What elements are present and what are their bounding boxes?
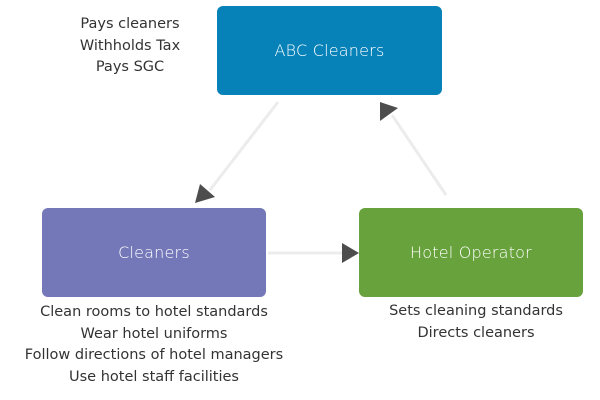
note-line: Pays SGC (95, 59, 165, 75)
arrowhead-to-abc (380, 102, 398, 121)
node-cleaners: Cleaners (42, 208, 266, 297)
note-line: Withholds Tax (79, 37, 181, 54)
edge-abc-to-cleaners (208, 101, 280, 191)
arrowhead-to-hotel (342, 243, 359, 263)
note-line: Sets cleaning standards (389, 303, 563, 319)
node-label: Hotel Operator (410, 243, 532, 262)
note-line: Pays cleaners (80, 16, 180, 32)
note-line: Directs cleaners (417, 324, 535, 341)
node-label: Cleaners (118, 243, 190, 262)
cleaners-notes: Clean rooms to hotel standards Wear hote… (0, 302, 308, 388)
node-abc-cleaners: ABC Cleaners (217, 6, 442, 95)
node-label: ABC Cleaners (274, 41, 385, 60)
edge-hotel-to-abc (390, 114, 448, 196)
note-line: Follow directions of hotel managers (24, 347, 284, 363)
note-line: Use hotel staff facilities (69, 368, 239, 385)
hotel-operator-notes: Sets cleaning standards Directs cleaners (366, 301, 586, 344)
arrowhead-to-cleaners (195, 184, 215, 203)
node-hotel-operator: Hotel Operator (359, 208, 583, 297)
note-line: Wear hotel uniforms (80, 325, 228, 342)
abc-cleaners-notes: Pays cleaners Withholds Tax Pays SGC (50, 14, 210, 79)
note-line: Clean rooms to hotel standards (40, 304, 268, 320)
